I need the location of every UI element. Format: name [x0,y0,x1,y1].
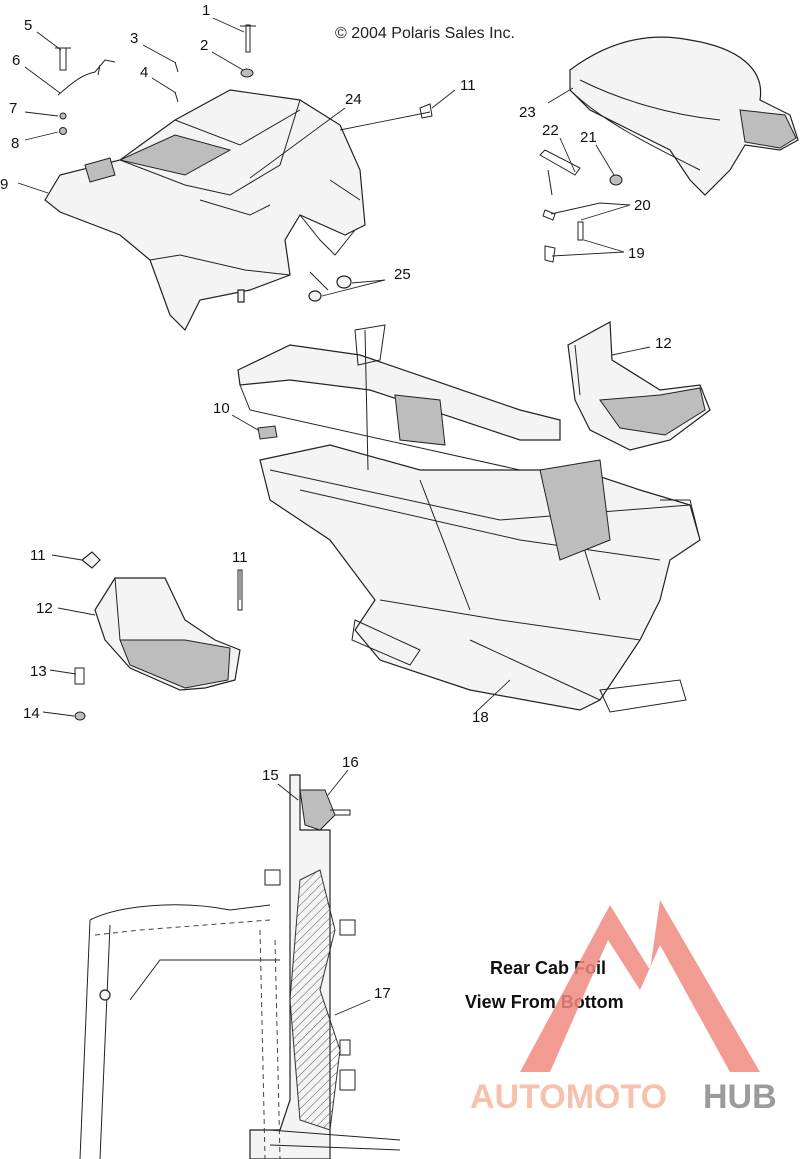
frame [237,324,701,713]
callout-12-right: 12 [655,335,672,352]
rear-cab-foil-view [79,774,401,1159]
callout-9: 9 [0,176,8,193]
callout-14: 14 [23,705,40,722]
callout-5: 5 [24,17,32,34]
callout-21: 21 [580,129,597,146]
callout-12-left: 12 [36,600,53,617]
watermark-triangle-icon [520,900,760,1072]
callout-11-mid: 11 [232,549,248,566]
hardware-top [55,24,433,135]
part-10-decal [257,425,278,440]
callout-15: 15 [262,767,279,784]
footwell-left [94,577,241,691]
callout-11-left: 11 [30,547,46,564]
callout-3: 3 [130,30,138,47]
caption-line2: View From Bottom [465,992,624,1012]
callout-4: 4 [140,64,148,81]
footwell-right [567,321,711,451]
callout-19: 19 [628,245,645,262]
callout-8: 8 [11,135,19,152]
callout-11-top: 11 [460,77,476,94]
callout-1: 1 [202,2,210,19]
hardware-left [74,551,243,721]
callout-24: 24 [345,91,362,108]
leader-lines [17,17,651,1016]
callout-6: 6 [12,52,20,69]
callout-20: 20 [634,197,651,214]
watermark-text-part2: HUB [703,1078,777,1116]
callout-2: 2 [200,37,208,54]
callout-13: 13 [30,663,47,680]
seat [569,36,799,196]
rear-cab [44,89,366,332]
copyright-text: © 2004 Polaris Sales Inc. [335,25,515,42]
watermark-text-part1: AUTOMOTO [470,1078,667,1116]
callouts: 1 2 3 4 5 6 7 8 9 10 11 11 11 12 12 13 1… [0,2,672,1002]
callout-25: 25 [394,266,411,283]
watermark-logo: AUTOMOTO HUB [470,900,777,1116]
callout-17: 17 [374,985,391,1002]
hardware-seat-latch [539,149,623,263]
callout-16: 16 [342,754,359,771]
callout-18: 18 [472,709,489,726]
callout-7: 7 [9,100,17,117]
callout-22: 22 [542,122,559,139]
callout-23: 23 [519,104,536,121]
callout-10: 10 [213,400,230,417]
hardware-25 [308,271,352,302]
